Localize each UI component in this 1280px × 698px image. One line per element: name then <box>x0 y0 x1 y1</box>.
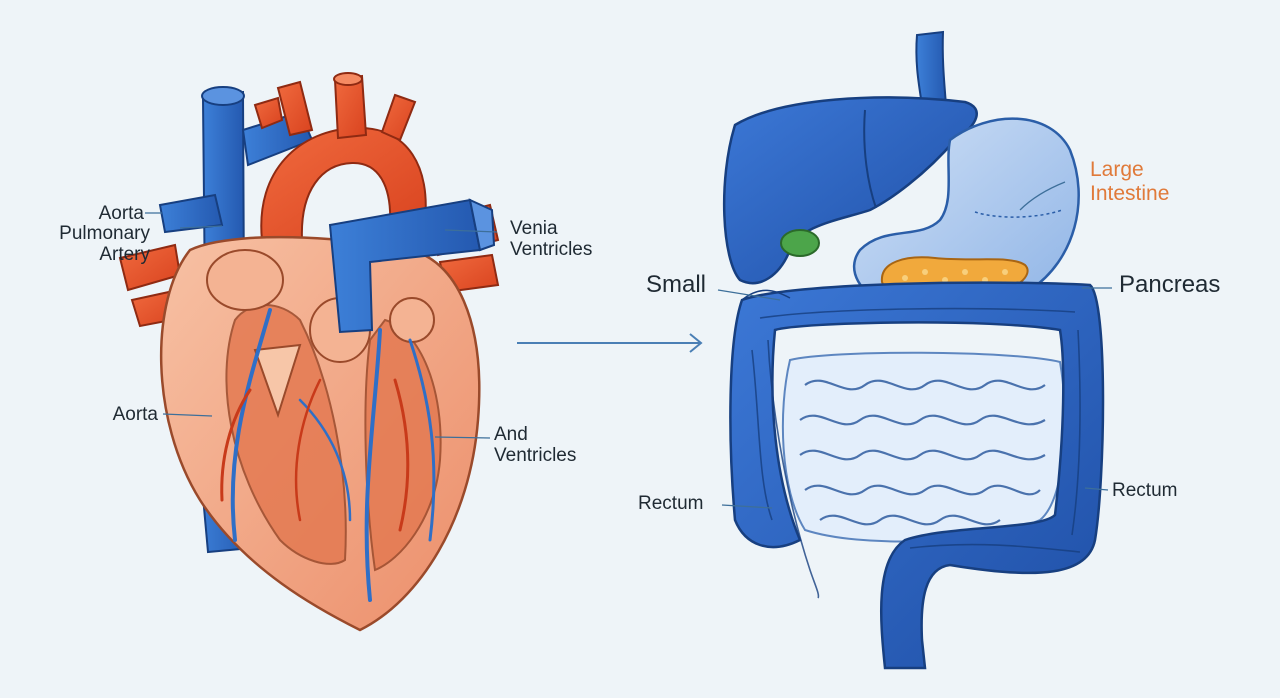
label-large-intestine: Large Intestine <box>1090 158 1170 205</box>
label-pancreas: Pancreas <box>1119 271 1221 298</box>
digestive-illustration <box>722 30 1105 670</box>
heart-illustration <box>118 72 500 632</box>
aortic-arch <box>253 72 427 241</box>
digestive-leader-lines <box>717 181 1112 509</box>
label-rectum-left: Rectum <box>638 493 704 514</box>
gallbladder <box>780 229 820 257</box>
coronary-vessels <box>220 308 436 602</box>
label-aorta-top: Aorta <box>98 203 144 224</box>
label-aorta-mid: Aorta <box>112 404 158 425</box>
label-and-ventricles: And Ventricles <box>494 424 577 466</box>
label-rectum-right: Rectum <box>1112 480 1178 501</box>
arrow-right-icon <box>517 333 703 353</box>
large-intestine <box>729 281 1105 670</box>
label-pulmonary-artery: Pulmonary Artery <box>59 223 150 265</box>
label-venia-ventricles: Venia Ventricles <box>510 218 593 260</box>
esophagus <box>915 30 948 106</box>
heart-leader-lines <box>145 212 498 439</box>
label-small: Small <box>646 271 707 298</box>
small-intestine <box>781 351 1066 543</box>
